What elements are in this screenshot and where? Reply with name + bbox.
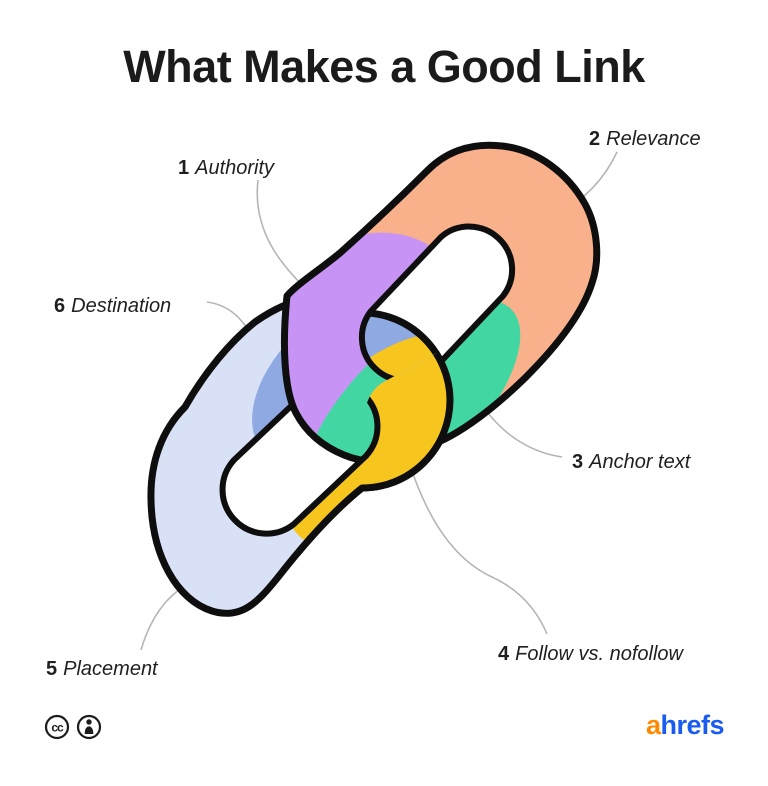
link-upper-outline: [280, 141, 601, 465]
label-number: 3: [572, 451, 584, 473]
label-number: 4: [498, 643, 510, 665]
label-number: 5: [46, 658, 58, 680]
label-text: Destination: [71, 295, 172, 317]
footer: cc ahrefs: [0, 706, 768, 750]
page-title: What Makes a Good Link: [123, 41, 645, 92]
svg-text:cc: cc: [51, 721, 64, 735]
cc-icon: cc: [44, 714, 70, 740]
ahrefs-logo-rest: hrefs: [660, 710, 724, 740]
cc-license-icons: cc: [44, 714, 102, 740]
label-text: Authority: [195, 157, 275, 179]
label-number: 6: [54, 295, 66, 317]
label-number: 2: [589, 128, 601, 150]
label-text: Placement: [63, 658, 158, 680]
label-number: 1: [178, 157, 190, 179]
connector-follow: [409, 464, 548, 635]
ahrefs-logo-a: a: [645, 710, 661, 740]
attribution-icon: [76, 714, 102, 740]
ahrefs-logo: ahrefs: [645, 710, 725, 741]
label-text: Relevance: [606, 128, 701, 150]
label-text: Anchor text: [589, 451, 691, 473]
label-text: Follow vs. nofollow: [515, 643, 683, 665]
